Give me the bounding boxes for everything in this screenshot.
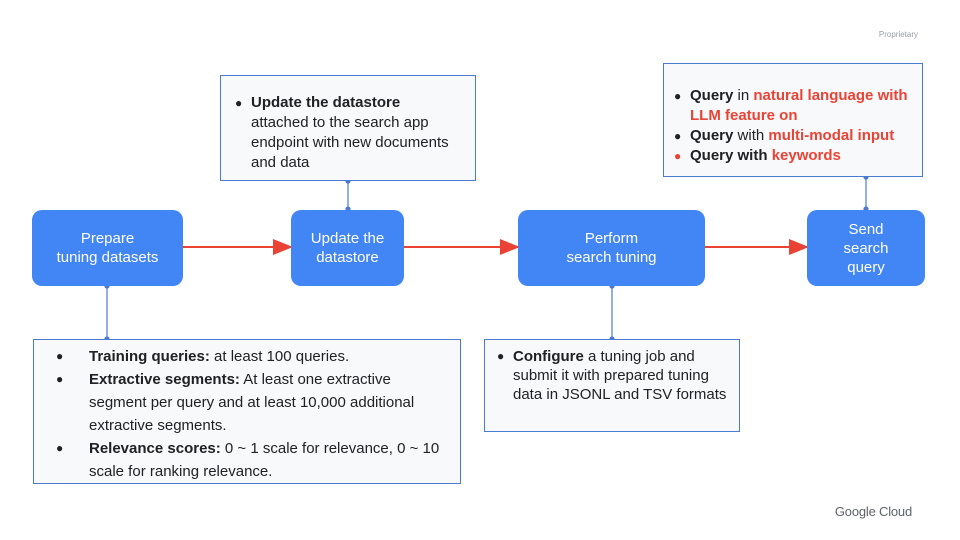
prepare-note-item-1: Training queries: at least 100 queries. xyxy=(56,345,452,368)
update-datastore-note: Update the datastore attached to the sea… xyxy=(220,75,476,181)
perform-note-bold: Configure xyxy=(513,348,584,365)
perform-note-text: a tuning job and submit it with prepared… xyxy=(513,348,727,403)
perform-label: Perform search tuning xyxy=(566,230,657,266)
update-datastore-box: Update the datastore xyxy=(291,210,404,286)
prepare-note-item-2-text: At least one extractive segment per quer… xyxy=(89,371,415,434)
prepare-note-item-3-bold: Relevance scores: xyxy=(89,440,221,457)
prepare-label: Prepare tuning datasets xyxy=(56,230,159,266)
update-note-item: Update the datastore attached to the sea… xyxy=(235,93,465,173)
query-note-item-3-highlight: keywords xyxy=(771,147,841,164)
query-note-item-2-bold: Query xyxy=(690,127,734,144)
prepare-note-item-1-bold: Training queries: xyxy=(89,348,210,365)
prepare-note-item-2-bold: Extractive segments: xyxy=(89,371,240,388)
query-note-item-3-bold: Query with xyxy=(690,147,768,164)
google-cloud-logo: Google Cloud xyxy=(834,504,912,519)
send-query-box: Send search query xyxy=(807,210,925,286)
prepare-note-item-3-text: 0 ~ 1 scale for relevance, 0 ~ 10 scale … xyxy=(89,440,440,480)
update-note-bold: Update the datastore xyxy=(251,94,401,111)
query-note-item-1-bold: Query xyxy=(690,87,734,104)
query-note-item-1-text: in xyxy=(733,87,754,104)
update-label: Update the datastore xyxy=(310,230,385,266)
proprietary-label: Proprietary xyxy=(878,30,918,39)
send-label: Send search query xyxy=(843,220,889,276)
query-note-item-3: Query with keywords xyxy=(674,146,918,166)
query-note-item-2-highlight: multi-modal input xyxy=(768,127,895,144)
prepare-note-item-2: Extractive segments: At least one extrac… xyxy=(56,368,452,437)
prepare-note-item-1-text: at least 100 queries. xyxy=(209,348,350,365)
query-note-item-1-highlight: natural language with LLM feature on xyxy=(690,87,908,124)
update-note-text: attached to the search app endpoint with… xyxy=(251,114,449,171)
prepare-note-item-3: Relevance scores: 0 ~ 1 scale for releva… xyxy=(56,437,452,483)
query-note-item-2-text: with xyxy=(733,127,769,144)
perform-tuning-box: Perform search tuning xyxy=(518,210,705,286)
perform-note-item: Configure a tuning job and submit it wit… xyxy=(497,347,733,404)
perform-tuning-note: Configure a tuning job and submit it wit… xyxy=(484,339,740,432)
query-note-item-2: Query with multi-modal input xyxy=(674,126,918,146)
query-note: Query in natural language with LLM featu… xyxy=(663,63,923,177)
prepare-datasets-box: Prepare tuning datasets xyxy=(32,210,183,286)
query-note-item-1: Query in natural language with LLM featu… xyxy=(674,86,918,126)
prepare-datasets-note: Training queries: at least 100 queries. … xyxy=(33,339,461,484)
